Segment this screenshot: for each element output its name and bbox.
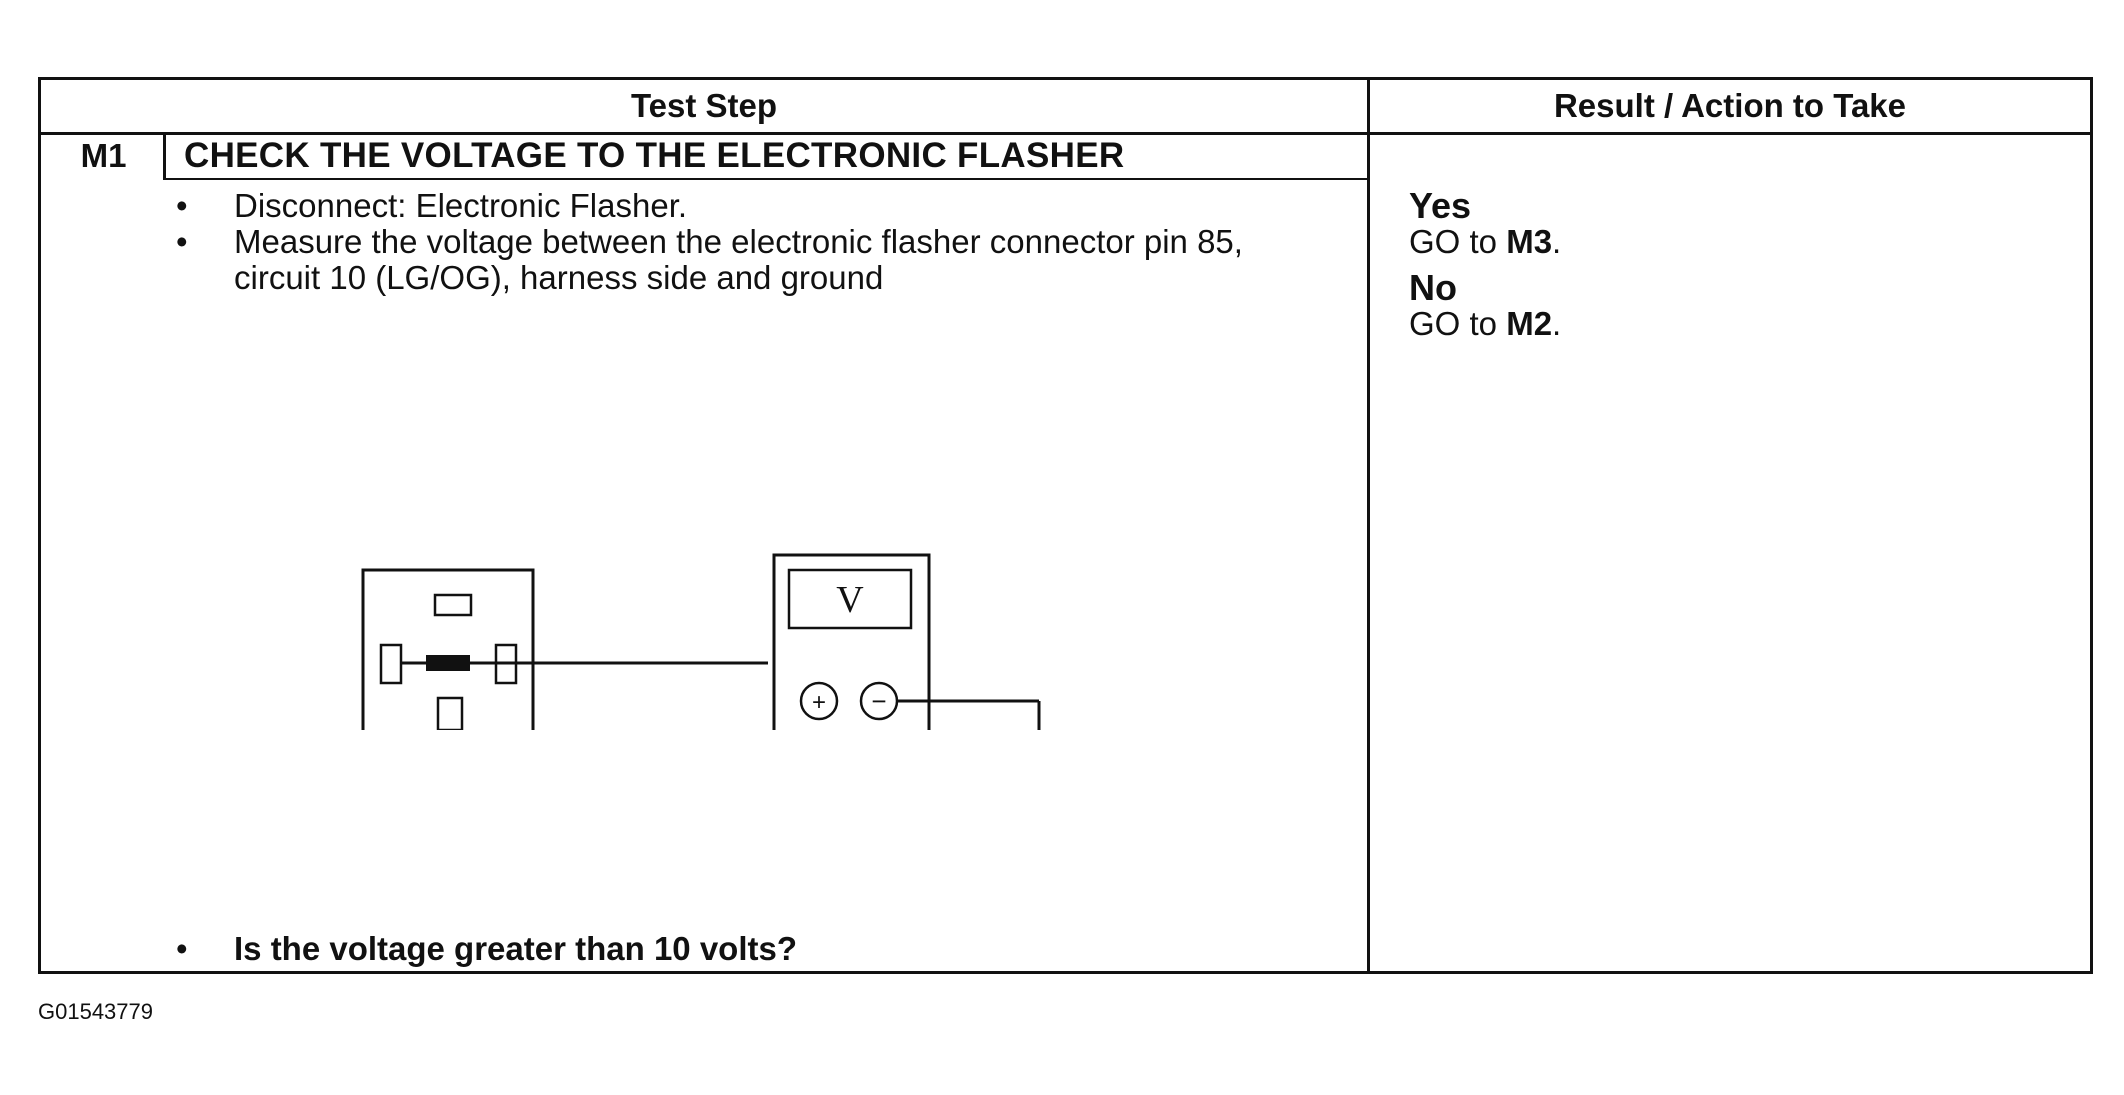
action-target: M2 (1506, 305, 1553, 342)
result-option-yes: Yes GO to M3. (1409, 188, 1561, 260)
bullet: • (176, 930, 188, 967)
bullet: • (176, 187, 188, 224)
result-option-no: No GO to M2. (1409, 270, 1561, 342)
connector-pin-left (379, 643, 403, 685)
bullet: • (176, 223, 188, 260)
instruction-text: Measure the voltage between the electron… (234, 223, 1243, 296)
title-divider (166, 178, 1367, 180)
action-prefix: GO to (1409, 305, 1507, 342)
action-target: M3 (1506, 223, 1553, 260)
header-result: Result / Action to Take (1553, 87, 1907, 124)
image-id-label: G01543779 (38, 999, 153, 1024)
connector-pin-top (433, 593, 473, 617)
voltmeter-display (787, 568, 913, 630)
step-title: CHECK THE VOLTAGE TO THE ELECTRONIC FLAS… (184, 136, 1125, 175)
instruction-item: • Measure the voltage between the electr… (176, 224, 1264, 296)
question-text: Is the voltage greater than 10 volts? (234, 930, 797, 967)
result-column: Yes GO to M3. No GO to M2. (1409, 188, 1561, 352)
header-divider (41, 132, 2090, 135)
instruction-list: • Disconnect: Electronic Flasher. • Meas… (176, 188, 1376, 296)
header-test-step: Test Step (630, 87, 778, 124)
negative-terminal-label: − (871, 686, 886, 716)
voltmeter-symbol: V (836, 579, 864, 621)
result-label: No (1409, 267, 1457, 308)
result-action: GO to M2. (1409, 306, 1561, 342)
test-step-table: Test Step Result / Action to Take M1 CHE… (38, 77, 2093, 974)
instruction-text: Disconnect: Electronic Flasher. (234, 187, 688, 224)
result-label: Yes (1409, 185, 1472, 226)
connector-pin-bottom (436, 696, 464, 732)
action-suffix: . (1552, 223, 1562, 260)
step-question: • Is the voltage greater than 10 volts? (176, 930, 797, 968)
column-divider (1367, 80, 1370, 971)
probe-tip (426, 655, 470, 671)
positive-terminal (799, 681, 839, 721)
action-suffix: . (1552, 305, 1562, 342)
wiring-diagram: V + − (311, 470, 1091, 807)
action-prefix: GO to (1409, 223, 1507, 260)
positive-terminal-label: + (812, 689, 826, 716)
step-id: M1 (80, 137, 127, 174)
instruction-item: • Disconnect: Electronic Flasher. (176, 188, 1376, 224)
step-id-divider (163, 132, 166, 180)
result-action: GO to M3. (1409, 224, 1561, 260)
